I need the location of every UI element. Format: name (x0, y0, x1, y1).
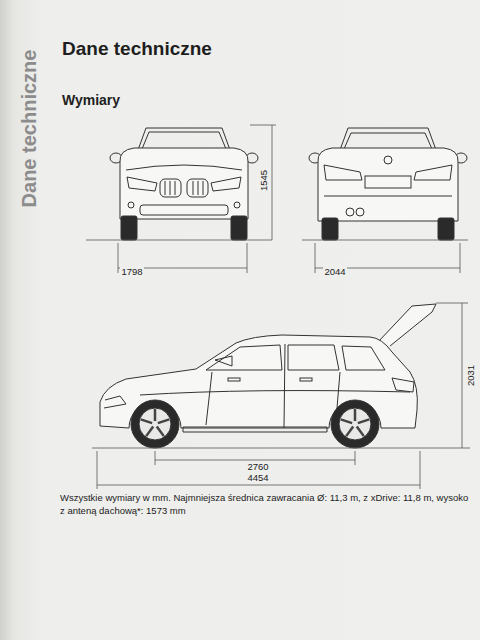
wheel-spoke (357, 426, 364, 436)
dimension-lines (86, 125, 470, 489)
wheel-spoke (354, 409, 357, 421)
side-tab-heading: Dane techniczne (19, 49, 42, 207)
dimension-value: 2031 (467, 363, 478, 386)
wheel-spoke (346, 426, 353, 436)
page-title: Dane techniczne (62, 38, 212, 60)
wheel-spoke (358, 419, 369, 423)
wheel-spoke (141, 419, 152, 423)
wheel-spoke (154, 409, 157, 421)
wheel-spoke (158, 419, 169, 423)
wheel-spoke (341, 419, 352, 423)
dimension-value: 4454 (246, 473, 269, 484)
dimension-value: 1798 (120, 267, 143, 278)
wheel-spoke (146, 426, 153, 436)
dimension-value: 2044 (323, 267, 346, 278)
dimension-value: 2760 (246, 462, 269, 473)
caption-note: Wszystkie wymiary w mm. Najmniejsza śred… (60, 492, 472, 518)
side-view (100, 304, 436, 448)
front-view (110, 128, 258, 240)
section-heading: Wymiary (62, 92, 120, 108)
wheel-spoke (157, 426, 164, 436)
dimension-value: 1545 (260, 168, 271, 191)
rear-view (309, 128, 467, 240)
